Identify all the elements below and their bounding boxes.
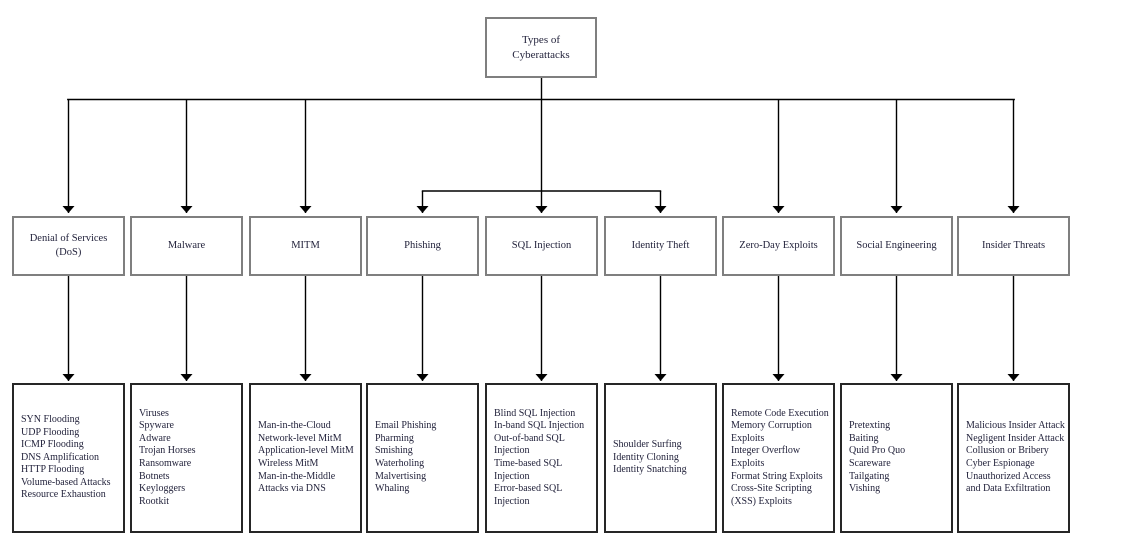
root-label: Types of Cyberattacks [512, 33, 570, 61]
detail-list: SYN Flooding UDP Flooding ICMP Flooding … [21, 413, 111, 501]
detail-list: Remote Code Execution Memory Corruption … [731, 407, 829, 507]
category-label: SQL Injection [511, 239, 572, 251]
detail-list: Man-in-the-Cloud Network-level MitM Appl… [258, 420, 354, 495]
category-box-sql-injection: SQL Injection [485, 216, 598, 276]
category-box-denial-of-services: Denial of Services (DoS) [12, 216, 125, 276]
category-label: Zero-Day Exploits [739, 239, 818, 251]
detail-box-malware: Viruses Spyware Adware Trojan Horses Ran… [130, 383, 243, 533]
detail-box-insider-threats: Malicious Insider Attack Negligent Insid… [957, 383, 1070, 533]
detail-box-identity-theft: Shoulder Surfing Identity Cloning Identi… [604, 383, 717, 533]
category-label: Identity Theft [631, 239, 690, 251]
detail-list: Pretexting Baiting Quid Pro Quo Scarewar… [849, 420, 906, 495]
detail-list: Shoulder Surfing Identity Cloning Identi… [613, 439, 687, 476]
detail-box-social-engineering: Pretexting Baiting Quid Pro Quo Scarewar… [840, 383, 953, 533]
category-box-social-engineering: Social Engineering [840, 216, 953, 276]
category-label: Denial of Services (DoS) [29, 232, 108, 258]
detail-box-mitm: Man-in-the-Cloud Network-level MitM Appl… [249, 383, 362, 533]
category-box-zero-day-exploits: Zero-Day Exploits [722, 216, 835, 276]
detail-box-zero-day-exploits: Remote Code Execution Memory Corruption … [722, 383, 835, 533]
category-box-insider-threats: Insider Threats [957, 216, 1070, 276]
category-box-mitm: MITM [249, 216, 362, 276]
detail-list: Blind SQL Injection In-band SQL Injectio… [494, 407, 585, 507]
category-label: Malware [167, 239, 206, 251]
category-label: Phishing [404, 239, 441, 251]
root-box-types-of-cyberattacks: Types of Cyberattacks [485, 17, 597, 78]
detail-list: Viruses Spyware Adware Trojan Horses Ran… [139, 407, 196, 507]
category-box-malware: Malware [130, 216, 243, 276]
detail-list: Email Phishing Pharming Smishing Waterho… [375, 420, 437, 495]
detail-box-denial-of-services: SYN Flooding UDP Flooding ICMP Flooding … [12, 383, 125, 533]
category-label: MITM [291, 239, 320, 251]
category-label: Social Engineering [856, 239, 937, 251]
category-label: Insider Threats [981, 239, 1046, 251]
category-box-identity-theft: Identity Theft [604, 216, 717, 276]
category-box-phishing: Phishing [366, 216, 479, 276]
detail-box-phishing: Email Phishing Pharming Smishing Waterho… [366, 383, 479, 533]
detail-box-sql-injection: Blind SQL Injection In-band SQL Injectio… [485, 383, 598, 533]
detail-list: Malicious Insider Attack Negligent Insid… [966, 420, 1065, 495]
